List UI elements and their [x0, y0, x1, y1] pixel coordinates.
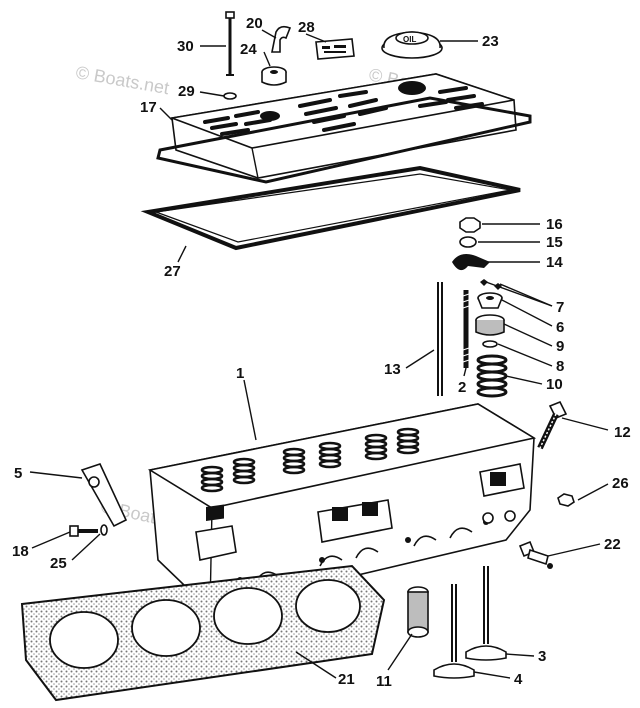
- cover-seal-lip: [156, 96, 532, 184]
- callout-9: 9: [556, 338, 564, 355]
- callout-20: 20: [246, 15, 263, 32]
- callout-10: 10: [546, 376, 563, 393]
- head-gasket-21: [20, 564, 386, 702]
- callout-25: 25: [50, 555, 67, 572]
- spring-cap-6: [477, 292, 503, 309]
- callout-4: 4: [514, 671, 523, 688]
- intake-valve-3: [465, 566, 507, 661]
- callout-24: 24: [240, 41, 257, 58]
- callout-28: 28: [298, 19, 315, 36]
- callout-11: 11: [376, 673, 392, 690]
- head-bolt-12: [537, 400, 568, 450]
- callout-1: 1: [236, 365, 244, 382]
- callout-12: 12: [614, 424, 631, 441]
- lifting-bracket-5: [80, 463, 128, 528]
- callout-7: 7: [556, 299, 564, 316]
- oil-seal-8: [482, 340, 498, 348]
- head-valve-springs: [200, 427, 420, 493]
- valve-shield-9: [475, 314, 505, 336]
- grommet-24: [261, 66, 287, 86]
- callout-18: 18: [12, 543, 29, 560]
- valve-spring-10: [476, 354, 508, 398]
- valve-lifter-11: [407, 586, 429, 638]
- nut-26: [557, 493, 575, 507]
- callout-21: 21: [338, 671, 355, 688]
- callout-14: 14: [546, 254, 563, 271]
- callout-5: 5: [14, 465, 22, 482]
- decal-plate-28: [315, 38, 355, 60]
- callout-15: 15: [546, 234, 563, 251]
- temperature-sender-22: [518, 540, 553, 569]
- callout-22: 22: [604, 536, 621, 553]
- rocker-ball-15: [459, 236, 477, 248]
- callout-17: 17: [140, 99, 157, 116]
- cover-bolt-30: [225, 11, 235, 76]
- callout-8: 8: [556, 358, 564, 375]
- washer-25: [100, 524, 108, 536]
- rocker-nut-16: [459, 217, 481, 233]
- cap-oil-text: OIL: [403, 35, 416, 44]
- callout-27: 27: [164, 263, 181, 280]
- callout-29: 29: [178, 83, 195, 100]
- rocker-cover-17: [168, 73, 517, 179]
- callout-labels: 30 20 28 23 24 29 17 16 15 14 7 6 9 8 10…: [12, 15, 631, 690]
- breather-elbow-20: [271, 25, 292, 53]
- rocker-arm-14: [452, 254, 490, 271]
- oil-filler-cap-23: OIL: [381, 31, 443, 59]
- callout-30: 30: [177, 38, 194, 55]
- callout-16: 16: [546, 216, 563, 233]
- callout-26: 26: [612, 475, 629, 492]
- callout-2: 2: [458, 379, 466, 396]
- exhaust-valve-4: [433, 584, 475, 679]
- rocker-cover-gasket-27: [140, 165, 521, 251]
- watermark: © Boats.net: [74, 62, 170, 98]
- callout-23: 23: [482, 33, 499, 50]
- washer-29: [223, 92, 237, 100]
- leader-lines: [29, 29, 609, 679]
- callout-6: 6: [556, 319, 564, 336]
- callout-3: 3: [538, 648, 546, 665]
- callout-13: 13: [384, 361, 401, 378]
- bolt-18: [69, 525, 98, 537]
